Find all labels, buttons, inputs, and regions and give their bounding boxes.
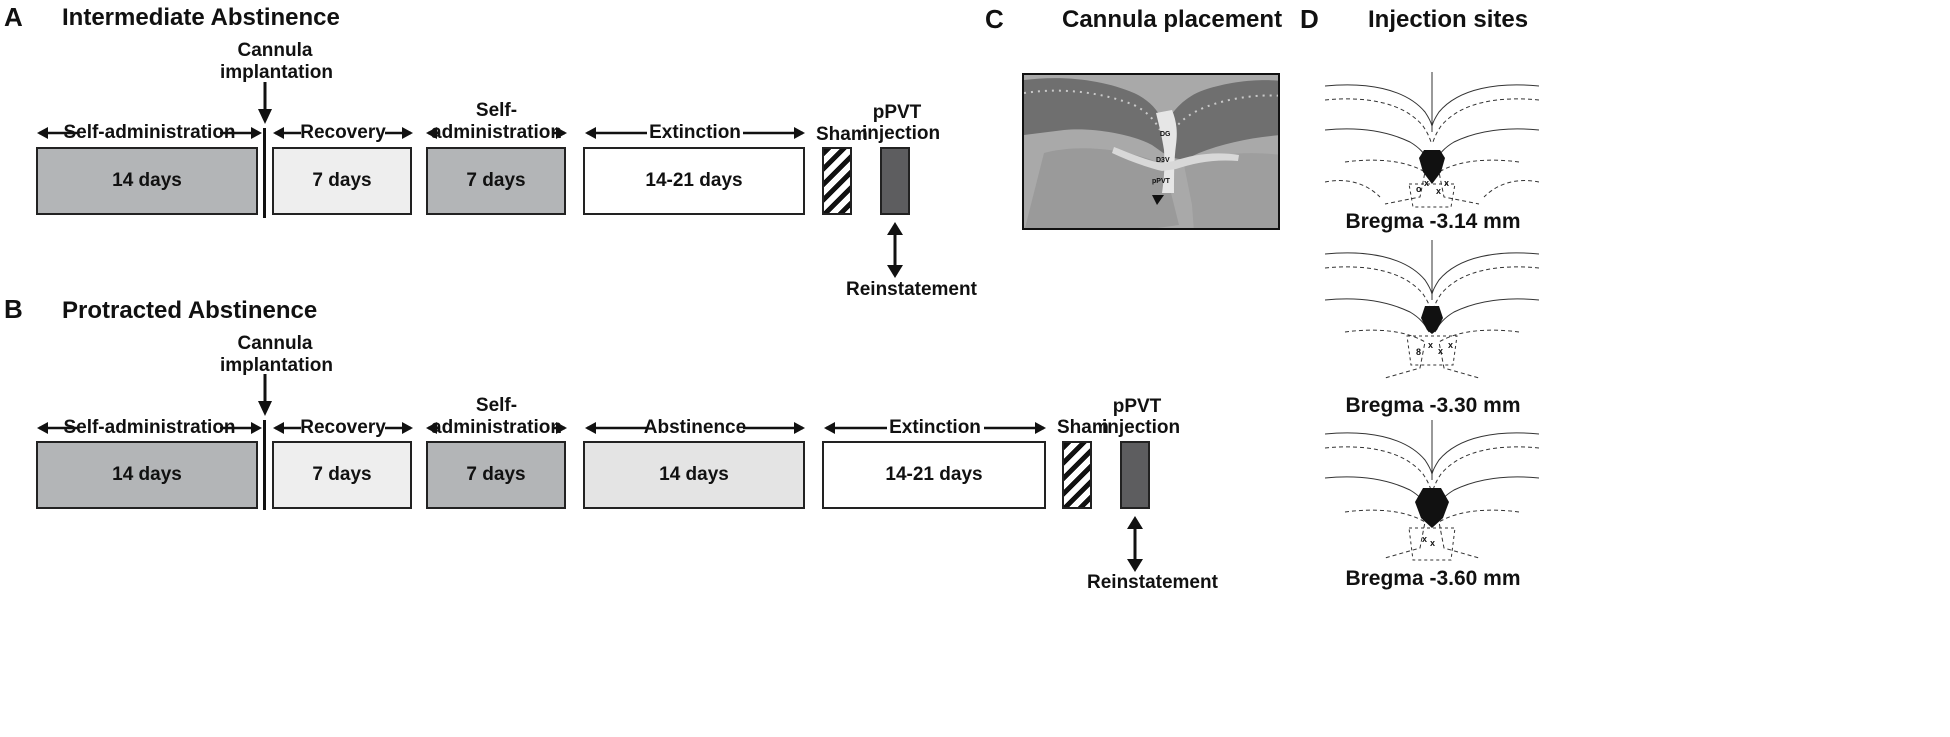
- panel-b-stage2-range-arrow: [273, 422, 413, 434]
- panel-a-stage1-label: Self-administration: [63, 122, 236, 143]
- panel-b-injection-label-line2: injection: [1102, 417, 1181, 438]
- cannula-histology-image: DG D3V pPVT: [1022, 73, 1280, 230]
- histology-drawing: [1024, 75, 1278, 228]
- panel-b-reinstatement-label: Reinstatement: [1087, 572, 1218, 593]
- histology-label-dg: DG: [1160, 131, 1171, 138]
- panel-b-stage5-box: 14-21 days: [822, 441, 1046, 509]
- panel-b-sham-box: [1062, 441, 1092, 509]
- panel-a-stage3-label: Self- administration: [431, 100, 562, 143]
- panel-a-stage2-range-arrow: [273, 127, 413, 139]
- panel-b-stage4-box: 14 days: [583, 441, 805, 509]
- panel-a-injection-label: pPVT injection: [862, 102, 941, 144]
- panel-b-stage1-box: 14 days: [36, 441, 258, 509]
- panel-a-injection-label-line1: pPVT: [872, 102, 922, 123]
- panel-a-cannula-label-line1: Cannula: [237, 40, 313, 61]
- panel-a-letter: A: [4, 2, 23, 32]
- atlas-site-marker: x: [1444, 178, 1450, 188]
- panel-b-injection-label-line1: pPVT: [1112, 396, 1162, 417]
- panel-a-stage4-range-arrow: [585, 127, 805, 139]
- panel-a-stage1-range-arrow: [37, 127, 262, 139]
- panel-a-sham-box: [822, 147, 852, 215]
- bregma-label-1: Bregma -3.14 mm: [1345, 210, 1521, 233]
- atlas-section-1: [1325, 72, 1539, 212]
- panel-b-stage1-label: Self-administration: [63, 417, 236, 438]
- panel-a-stage3-box: 7 days: [426, 147, 566, 215]
- panel-a-stage2-label: Recovery: [300, 122, 386, 143]
- panel-b-sham-label: Sham: [1057, 417, 1109, 438]
- panel-a-cannula-label: Cannula implantation: [220, 40, 333, 84]
- panel-b-stage3-label: Self- administration: [431, 395, 562, 438]
- panel-b-stage2-label: Recovery: [300, 417, 386, 438]
- panel-b-title: Protracted Abstinence: [62, 297, 318, 324]
- atlas-site-marker: x: [1448, 340, 1454, 350]
- panel-b-injection-box: [1120, 441, 1150, 509]
- panel-b-letter: B: [4, 294, 23, 324]
- panel-a-stage2-box: 7 days: [272, 147, 412, 215]
- panel-b-cannula-divider: [263, 420, 266, 510]
- panel-b-cannula-label-line1: Cannula: [237, 333, 313, 354]
- panel-b-reinstatement-arrow: [1127, 516, 1143, 572]
- histology-label-d3v: D3V: [1156, 157, 1170, 164]
- panel-a-cannula-label-line2: implantation: [220, 62, 333, 83]
- panel-b-stage1-range-arrow: [37, 422, 262, 434]
- panel-a-sham-label: Sham: [816, 124, 868, 145]
- panel-c-letter: C: [985, 4, 1004, 34]
- bregma-label-2: Bregma -3.30 mm: [1345, 394, 1521, 417]
- panel-b-stage2-box: 7 days: [272, 441, 412, 509]
- atlas-site-marker: x: [1428, 340, 1434, 350]
- panel-b-cannula-label: Cannula implantation: [220, 333, 333, 377]
- panel-a-stage1-box: 14 days: [36, 147, 258, 215]
- panel-a-reinstatement-arrow: [887, 222, 903, 278]
- panel-a-stage4-label: Extinction: [649, 122, 741, 143]
- atlas-site-marker: x: [1438, 346, 1444, 356]
- panel-c-title: Cannula placement: [1062, 6, 1283, 33]
- atlas-site-marker: x: [1422, 534, 1428, 544]
- atlas-site-marker: x: [1424, 178, 1430, 188]
- panel-b-injection-label: pPVT injection: [1102, 396, 1181, 438]
- panel-b-cannula-down-arrow: [258, 374, 272, 416]
- panel-a-reinstatement-label: Reinstatement: [846, 279, 977, 300]
- panel-a-injection-box: [880, 147, 910, 215]
- panel-a-stage4-box: 14-21 days: [583, 147, 805, 215]
- atlas-site-marker: o: [1416, 184, 1422, 194]
- panel-b-stage5-label: Extinction: [889, 417, 981, 438]
- atlas-section-2: [1325, 240, 1539, 390]
- panel-b-cannula-label-line2: implantation: [220, 355, 333, 376]
- panel-b-stage3-range-arrow: [426, 422, 567, 434]
- panel-b-stage4-label: Abstinence: [643, 417, 747, 438]
- panel-b-stage4-range-arrow: [585, 422, 805, 434]
- panel-a-cannula-divider: [263, 128, 266, 218]
- panel-a-cannula-down-arrow: [258, 82, 272, 124]
- bregma-label-3: Bregma -3.60 mm: [1345, 567, 1521, 590]
- atlas-site-marker: x: [1436, 186, 1442, 196]
- atlas-section-3: [1325, 420, 1539, 566]
- panel-d-title: Injection sites: [1368, 6, 1529, 33]
- panel-b-stage3-box: 7 days: [426, 441, 566, 509]
- panel-a-injection-label-line2: injection: [862, 123, 941, 144]
- atlas-site-marker: x: [1430, 538, 1436, 548]
- panel-a-stage3-range-arrow: [426, 127, 567, 139]
- atlas-site-marker: 8: [1416, 347, 1422, 357]
- panel-a-title: Intermediate Abstinence: [62, 4, 340, 31]
- histology-label-ppvt: pPVT: [1152, 178, 1170, 185]
- panel-d-letter: D: [1300, 4, 1319, 34]
- panel-b-stage5-range-arrow: [824, 422, 1046, 434]
